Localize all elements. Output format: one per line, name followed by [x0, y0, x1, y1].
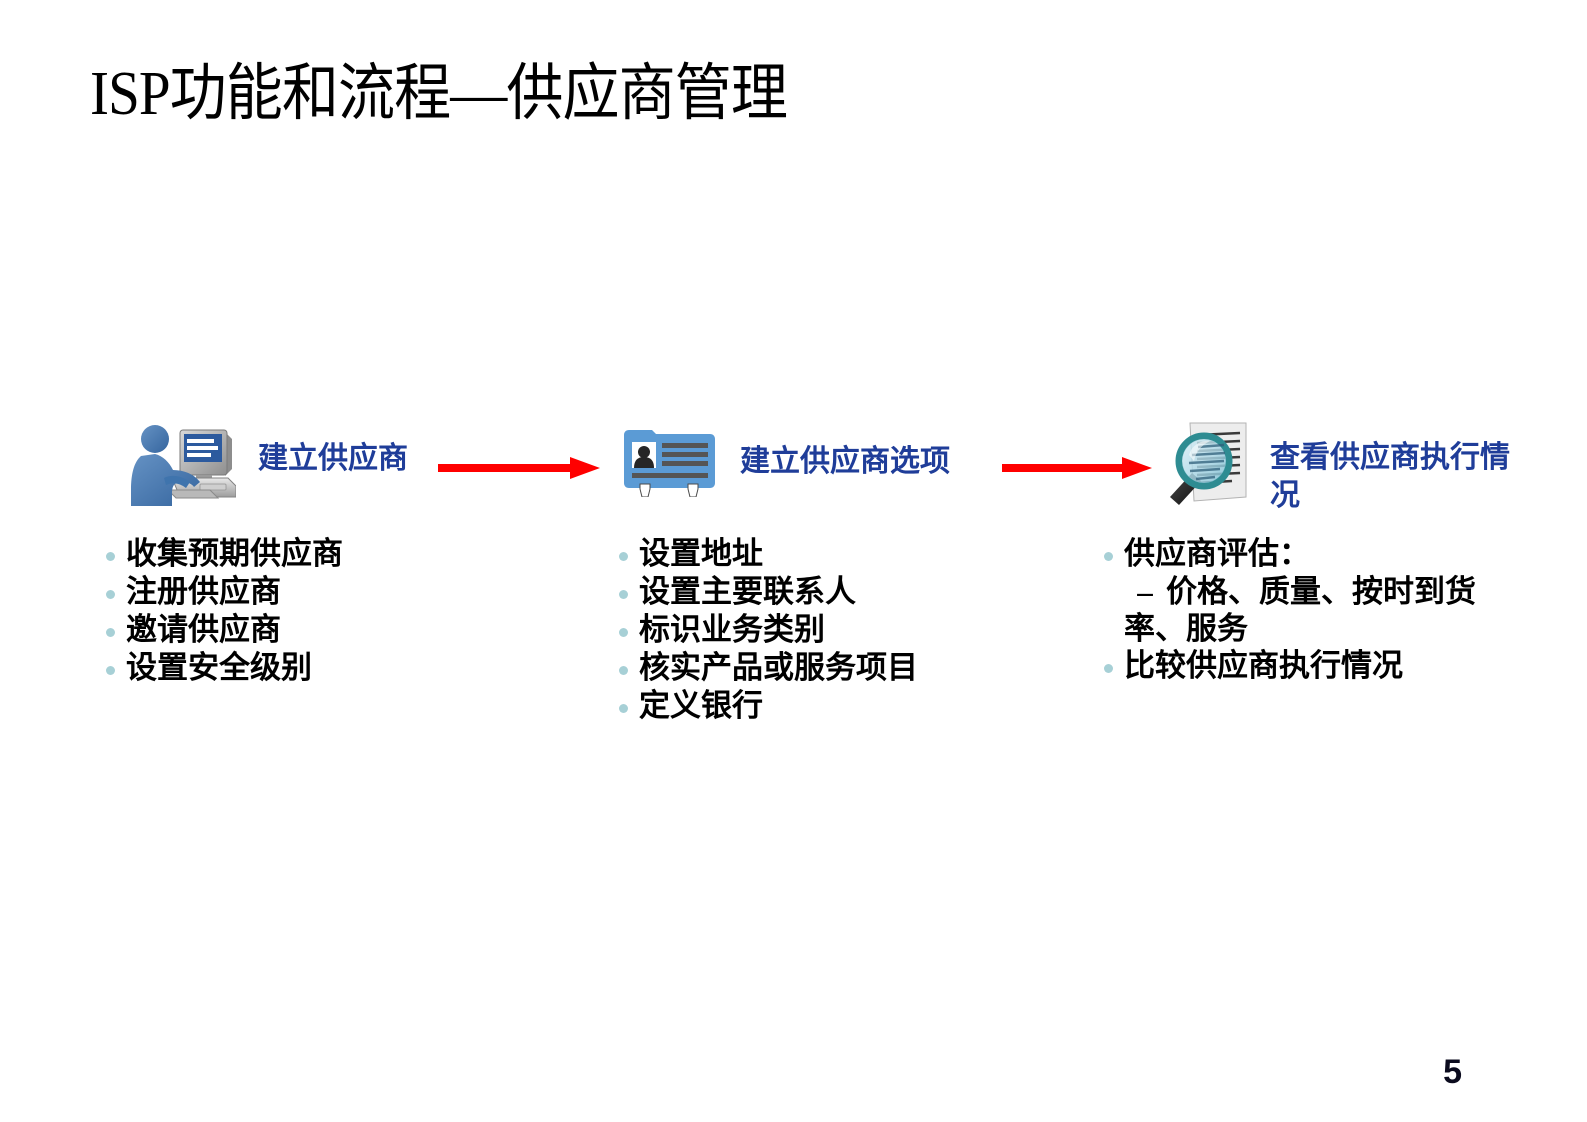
- right-arrow-icon: [1002, 455, 1152, 481]
- list-sub-item: –价格、质量、按时到货率、服务: [1098, 574, 1518, 648]
- dash-marker: –: [1137, 573, 1153, 609]
- list-item: 定义银行: [613, 688, 1043, 725]
- page-number: 5: [1443, 1053, 1462, 1091]
- flow-step-create-supplier-options[interactable]: 建立供应商选项: [618, 425, 950, 502]
- list-item: 比较供应商执行情况: [1098, 648, 1518, 685]
- flow-step-view-supplier-performance[interactable]: 查看供应商执行情况: [1158, 415, 1520, 518]
- id-badge-icon: [618, 425, 716, 502]
- magnifier-document-icon: [1158, 415, 1254, 518]
- list-item-text: 收集预期供应商: [126, 536, 343, 571]
- flow-step-label: 建立供应商选项: [740, 445, 950, 478]
- list-item: 供应商评估：: [1098, 536, 1518, 573]
- list-item-text: 标识业务类别: [639, 611, 825, 647]
- right-arrow-icon: [438, 455, 600, 481]
- list-item: 核实产品或服务项目: [613, 650, 1043, 687]
- list-item-text: 设置安全级别: [126, 649, 312, 685]
- list-item: 收集预期供应商: [100, 536, 530, 573]
- bullet-list-create-supplier: 收集预期供应商 注册供应商 邀请供应商 设置安全级别: [100, 536, 530, 688]
- list-item-text: 供应商评估：: [1124, 536, 1310, 571]
- bullet-list-supplier-performance: 供应商评估： –价格、质量、按时到货率、服务 比较供应商执行情况: [1098, 536, 1518, 686]
- list-item-text: 注册供应商: [126, 573, 281, 609]
- person-at-computer-icon: [128, 412, 237, 513]
- flow-step-label: 建立供应商: [258, 442, 408, 475]
- flow-step-label: 查看供应商执行情况: [1270, 441, 1510, 513]
- list-item-text: 设置主要联系人: [639, 573, 856, 609]
- list-item-text: 设置地址: [639, 536, 763, 571]
- flow-step-create-supplier[interactable]: 建立供应商: [128, 412, 408, 513]
- page-title: ISP功能和流程—供应商管理: [90, 60, 788, 128]
- list-sub-item-text: 价格、质量、按时到货率、服务: [1124, 573, 1476, 646]
- list-item: 标识业务类别: [613, 612, 1043, 649]
- list-item-text: 比较供应商执行情况: [1124, 647, 1403, 683]
- list-item-text: 邀请供应商: [126, 611, 281, 647]
- list-item: 设置安全级别: [100, 650, 530, 687]
- list-item: 设置地址: [613, 536, 1043, 573]
- list-item: 注册供应商: [100, 574, 530, 611]
- bullet-list-supplier-options: 设置地址 设置主要联系人 标识业务类别 核实产品或服务项目 定义银行: [613, 536, 1043, 725]
- list-item-text: 定义银行: [639, 687, 763, 723]
- list-item: 设置主要联系人: [613, 574, 1043, 611]
- list-item-text: 核实产品或服务项目: [639, 649, 918, 685]
- list-item: 邀请供应商: [100, 612, 530, 649]
